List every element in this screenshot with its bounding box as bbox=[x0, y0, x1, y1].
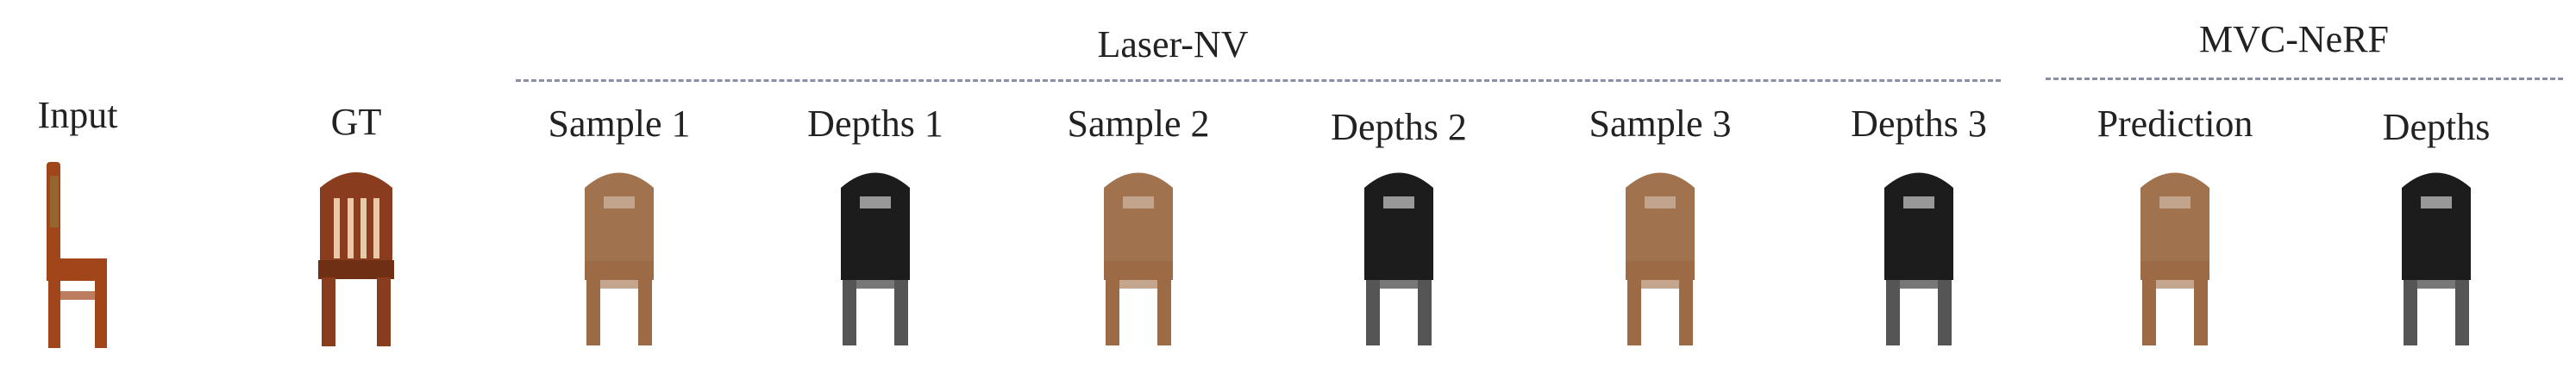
depth-chair-image bbox=[1364, 172, 1433, 345]
group-divider-mvc-nerf bbox=[2046, 78, 2563, 80]
depth-chair-image bbox=[841, 172, 910, 345]
rgb-chair-image bbox=[585, 172, 654, 345]
rgb-chair-image bbox=[1104, 172, 1173, 345]
column-label: Depths 3 bbox=[1851, 103, 1987, 145]
column-label: Depths 1 bbox=[807, 103, 943, 145]
column-label: Sample 3 bbox=[1589, 103, 1732, 145]
column-sample-1: Sample 1 bbox=[494, 102, 744, 345]
column-depths: Depths bbox=[2311, 105, 2561, 345]
column-label: Prediction bbox=[2097, 103, 2253, 145]
column-label: Sample 1 bbox=[548, 103, 691, 145]
column-label: GT bbox=[330, 101, 382, 143]
input-chair-image bbox=[47, 162, 107, 348]
column-depths-2: Depths 2 bbox=[1274, 105, 1524, 345]
column-prediction: Prediction bbox=[2050, 102, 2300, 345]
column-label: Sample 2 bbox=[1067, 103, 1210, 145]
column-sample-2: Sample 2 bbox=[1013, 102, 1263, 345]
rgb-chair-image bbox=[1626, 172, 1695, 345]
group-title-mvc-nerf: MVC-NeRF bbox=[2198, 18, 2390, 60]
column-depths-1: Depths 1 bbox=[750, 102, 1000, 345]
group-divider-laser-nv bbox=[516, 79, 2001, 82]
column-depths-3: Depths 3 bbox=[1794, 102, 2044, 345]
column-label: Depths 2 bbox=[1331, 106, 1467, 148]
depth-chair-image bbox=[1884, 172, 1953, 345]
column-sample-3: Sample 3 bbox=[1535, 102, 1785, 345]
gt-chair-image bbox=[318, 172, 394, 346]
column-gt: GT bbox=[231, 100, 481, 346]
column-label: Input bbox=[37, 94, 118, 136]
group-title-laser-nv: Laser-NV bbox=[1097, 23, 1249, 65]
column-label: Depths bbox=[2382, 106, 2491, 148]
column-input: Input bbox=[0, 93, 203, 348]
rgb-chair-image bbox=[2140, 172, 2209, 345]
depth-chair-image bbox=[2402, 172, 2471, 345]
